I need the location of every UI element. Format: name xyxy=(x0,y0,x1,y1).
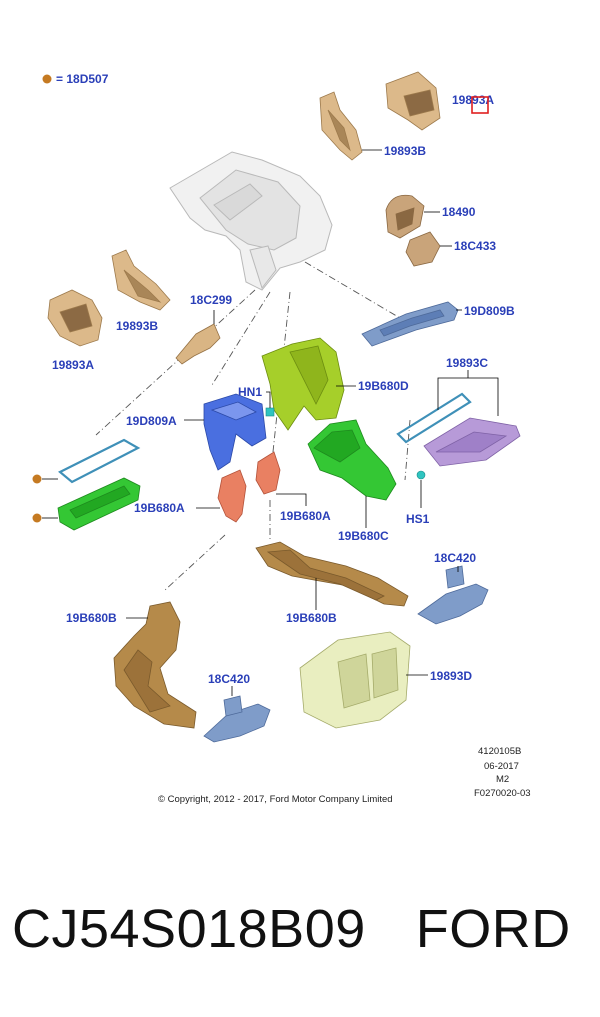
callout-19893B-top: 19893B xyxy=(384,144,426,158)
footer-title: CJ54S018B09 FORD xyxy=(12,898,571,960)
part-19D809A[interactable] xyxy=(203,393,267,471)
callout-18C433: 18C433 xyxy=(454,239,496,253)
part-HS1[interactable] xyxy=(416,470,426,480)
legend-label: = 18D507 xyxy=(56,72,109,86)
brand-name: FORD xyxy=(415,899,571,959)
callout-19B680B-center: 19B680B xyxy=(286,611,337,625)
part-19893B-top[interactable] xyxy=(319,91,363,161)
part-19B680A-right[interactable] xyxy=(255,451,281,495)
callout-19B680C: 19B680C xyxy=(338,529,389,543)
part-number: CJ54S018B09 xyxy=(12,899,366,959)
callout-18C299: 18C299 xyxy=(190,293,232,307)
callout-19B680B-left: 19B680B xyxy=(66,611,117,625)
part-HN1[interactable] xyxy=(265,407,275,417)
callout-18C420-bottom: 18C420 xyxy=(208,672,250,686)
callout-18490: 18490 xyxy=(442,205,476,219)
part-19B680C[interactable] xyxy=(307,419,397,501)
part-19893A-left[interactable] xyxy=(47,289,103,347)
callout-19893C: 19893C xyxy=(446,356,488,370)
part-19893B-left[interactable] xyxy=(111,249,171,311)
callout-19B680A-left: 19B680A xyxy=(134,501,185,515)
legend-dot xyxy=(42,74,52,84)
meta-line-3: M2 xyxy=(496,774,509,785)
callout-19893A-left: 19893A xyxy=(52,358,94,372)
copyright-text: © Copyright, 2012 - 2017, Ford Motor Com… xyxy=(158,794,393,805)
callout-19B680A-right: 19B680A xyxy=(280,509,331,523)
part-19B680D[interactable] xyxy=(261,337,345,431)
part-18C420-right[interactable] xyxy=(417,565,489,625)
instrument-panel-frame xyxy=(169,151,333,291)
callout-HN1: HN1 xyxy=(238,385,262,399)
part-19D809B[interactable] xyxy=(361,301,459,347)
leader-HN1 xyxy=(266,391,271,408)
meta-line-4: F0270020-03 xyxy=(474,788,531,799)
callout-18C420-right: 18C420 xyxy=(434,551,476,565)
part-19B680B-left[interactable] xyxy=(113,601,197,729)
part-19893D[interactable] xyxy=(299,631,411,729)
part-18C433[interactable] xyxy=(405,231,441,267)
callout-HS1: HS1 xyxy=(406,512,430,526)
leader-19B680A-right xyxy=(276,493,307,506)
part-19B680A-left[interactable] xyxy=(217,469,247,523)
part-18490[interactable] xyxy=(385,194,425,239)
callout-19893B-left: 19893B xyxy=(116,319,158,333)
callout-19B680D: 19B680D xyxy=(358,379,409,393)
meta-line-2: 06-2017 xyxy=(484,761,519,772)
part-18C420-bottom[interactable] xyxy=(203,695,271,743)
part-seal-left[interactable] xyxy=(58,438,141,484)
leader-19893C xyxy=(437,377,499,416)
callout-19D809A: 19D809A xyxy=(126,414,177,428)
fastener-dot-2 xyxy=(32,513,42,523)
fastener-dot-1 xyxy=(32,474,42,484)
meta-line-1: 4120105B xyxy=(478,746,521,757)
part-register-left[interactable] xyxy=(57,477,141,531)
part-19893C-seal[interactable] xyxy=(396,392,472,444)
part-18C299[interactable] xyxy=(175,323,221,365)
parts-diagram: = 18D507 19893A 19893B 18490 1 xyxy=(32,71,531,805)
part-19893A-top[interactable] xyxy=(385,71,441,131)
callout-19893D: 19893D xyxy=(430,669,472,683)
selection-marker xyxy=(471,96,489,114)
callout-19D809B: 19D809B xyxy=(464,304,515,318)
part-19893C-grille[interactable] xyxy=(423,417,521,467)
part-19B680B-center[interactable] xyxy=(255,541,409,607)
